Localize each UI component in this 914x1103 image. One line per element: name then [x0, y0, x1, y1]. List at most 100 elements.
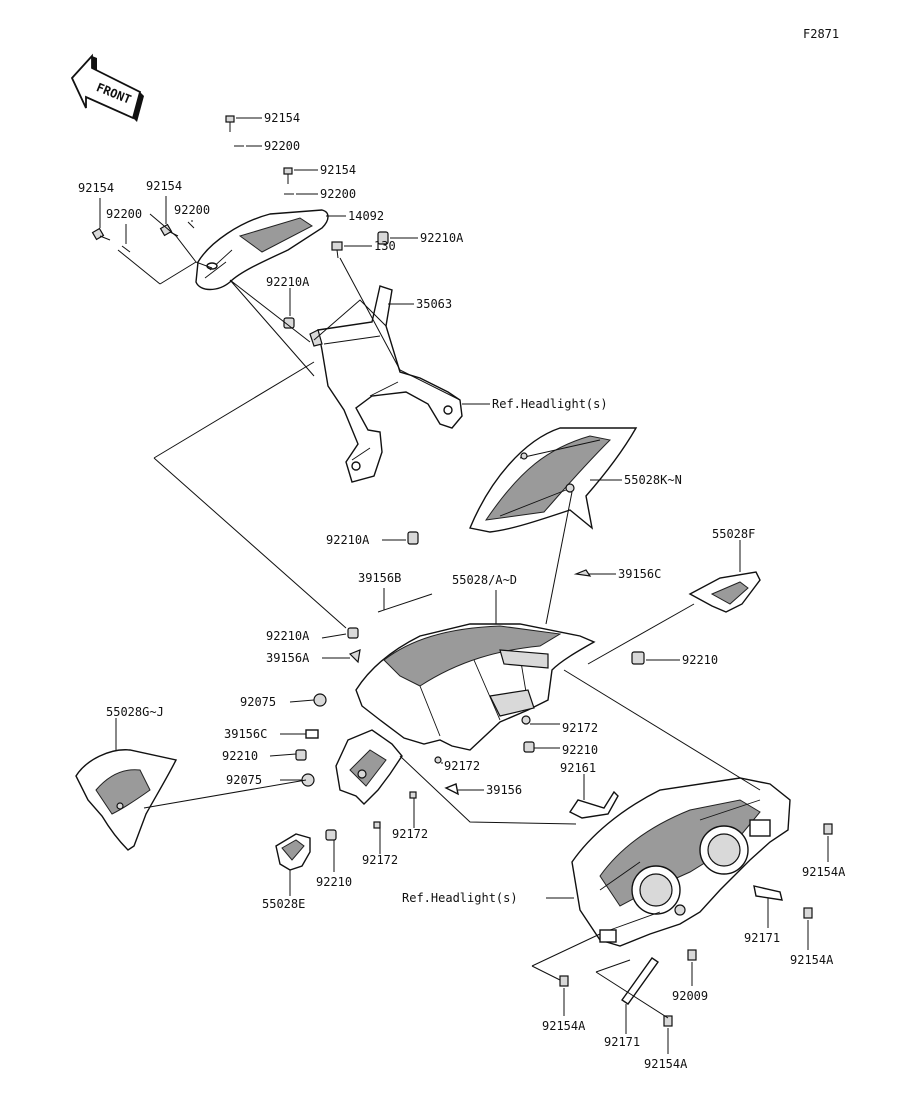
side-panel-part: [75, 749, 178, 851]
nut-icon: [523, 741, 535, 753]
callout-92075: 92075: [240, 695, 315, 709]
callout-39156B: 39156B: [358, 571, 401, 610]
callout-92154A: 92154A: [802, 836, 846, 879]
svg-text:92171: 92171: [604, 1035, 640, 1049]
bolt-icon: [823, 823, 833, 835]
collar-icon: [377, 231, 389, 245]
figure-code: F2871: [803, 27, 839, 41]
callout-ref-headlight: Ref.Headlight(s): [462, 397, 608, 411]
callout-92171: 92171: [604, 1004, 640, 1049]
small-cover-part: [275, 833, 311, 871]
callout-92210A: 92210A: [390, 231, 464, 245]
svg-text:92154A: 92154A: [790, 953, 834, 967]
svg-text:92154A: 92154A: [542, 1019, 586, 1033]
bolt-icon: [663, 1015, 673, 1027]
washer-icon: [187, 221, 195, 229]
bracket-icon: [621, 957, 659, 1005]
callout-92200: 92200: [174, 203, 210, 222]
inner-panel-part: [469, 427, 638, 533]
screw-icon: [373, 821, 381, 829]
nut-icon: [295, 749, 307, 761]
screw-icon: [409, 791, 417, 799]
svg-text:55028/A~D: 55028/A~D: [452, 573, 517, 587]
collar-icon: [347, 627, 359, 639]
clip-icon: [305, 729, 319, 739]
svg-text:92200: 92200: [174, 203, 210, 217]
svg-text:92210A: 92210A: [420, 231, 464, 245]
callout-39156A: 39156A: [266, 651, 350, 665]
callout-39156C: 39156C: [588, 567, 661, 581]
svg-text:39156C: 39156C: [618, 567, 661, 581]
svg-text:39156C: 39156C: [224, 727, 267, 741]
bolt-icon: [91, 227, 111, 241]
screw-icon: [434, 756, 442, 764]
svg-text:92075: 92075: [240, 695, 276, 709]
bracket-cover-part: [195, 209, 329, 291]
svg-text:92200: 92200: [264, 139, 300, 153]
svg-text:92172: 92172: [362, 853, 398, 867]
svg-text:55028K~N: 55028K~N: [624, 473, 682, 487]
screw-icon: [521, 715, 531, 725]
callout-92154A: 92154A: [644, 1028, 688, 1071]
clip-icon: [573, 569, 592, 577]
svg-text:92200: 92200: [320, 187, 356, 201]
nut-icon: [325, 829, 337, 841]
svg-text:35063: 35063: [416, 297, 452, 311]
svg-text:14092: 14092: [348, 209, 384, 223]
screw-icon: [331, 241, 343, 259]
svg-text:55028F: 55028F: [712, 527, 755, 541]
svg-text:92172: 92172: [562, 721, 598, 735]
svg-text:Ref.Headlight(s): Ref.Headlight(s): [402, 891, 518, 905]
svg-text:92210: 92210: [222, 749, 258, 763]
callout-92154A: 92154A: [790, 920, 834, 967]
callout-55028-A-D: 55028/A~D: [452, 573, 517, 624]
svg-text:92154A: 92154A: [802, 865, 846, 879]
stay-bracket-part: [309, 285, 463, 483]
svg-text:92154: 92154: [146, 179, 182, 193]
svg-text:Ref.Headlight(s): Ref.Headlight(s): [492, 397, 608, 411]
svg-text:39156B: 39156B: [358, 571, 401, 585]
svg-text:92200: 92200: [106, 207, 142, 221]
clip-icon: [444, 783, 459, 796]
bolt-icon: [283, 167, 293, 184]
callout-ref-headlight: Ref.Headlight(s): [402, 891, 574, 905]
callout-92210: 92210: [222, 749, 297, 763]
callout-92210: 92210: [316, 840, 352, 889]
bracket-icon: [753, 885, 783, 901]
svg-text:92154: 92154: [264, 111, 300, 125]
svg-text:92210: 92210: [682, 653, 718, 667]
wire-harness-icon: [568, 790, 619, 819]
callout-92210: 92210: [534, 743, 598, 757]
collar-icon: [407, 531, 419, 545]
headlight-assembly-part: [571, 777, 791, 947]
nut-icon: [631, 651, 645, 665]
callout-92154: 92154: [146, 179, 182, 224]
washer-icon: [121, 245, 131, 253]
collar-icon: [283, 317, 295, 329]
callout-92172: 92172: [530, 721, 598, 735]
callout-14092: 14092: [326, 209, 384, 223]
callout-92171: 92171: [744, 898, 780, 945]
svg-text:92210A: 92210A: [266, 275, 310, 289]
svg-text:92172: 92172: [392, 827, 428, 841]
svg-text:55028G~J: 55028G~J: [106, 705, 164, 719]
callout-92154: 92154: [78, 181, 114, 228]
front-cowl-part: [355, 623, 596, 751]
svg-text:92210A: 92210A: [266, 629, 310, 643]
svg-text:92210: 92210: [562, 743, 598, 757]
svg-text:92161: 92161: [560, 761, 596, 775]
bolt-icon: [687, 949, 697, 961]
svg-text:130: 130: [374, 239, 396, 253]
callout-55028G-J: 55028G~J: [106, 705, 164, 750]
callout-92200: 92200: [296, 187, 356, 201]
callout-130: 130: [344, 239, 396, 253]
svg-text:92172: 92172: [444, 759, 480, 773]
callout-39156: 39156: [458, 783, 522, 797]
svg-text:92171: 92171: [744, 931, 780, 945]
callout-92210A: 92210A: [266, 629, 347, 643]
strip-icon: [377, 593, 433, 613]
svg-text:92210: 92210: [316, 875, 352, 889]
callout-92161: 92161: [560, 761, 596, 800]
callout-92172: 92172: [392, 798, 428, 841]
